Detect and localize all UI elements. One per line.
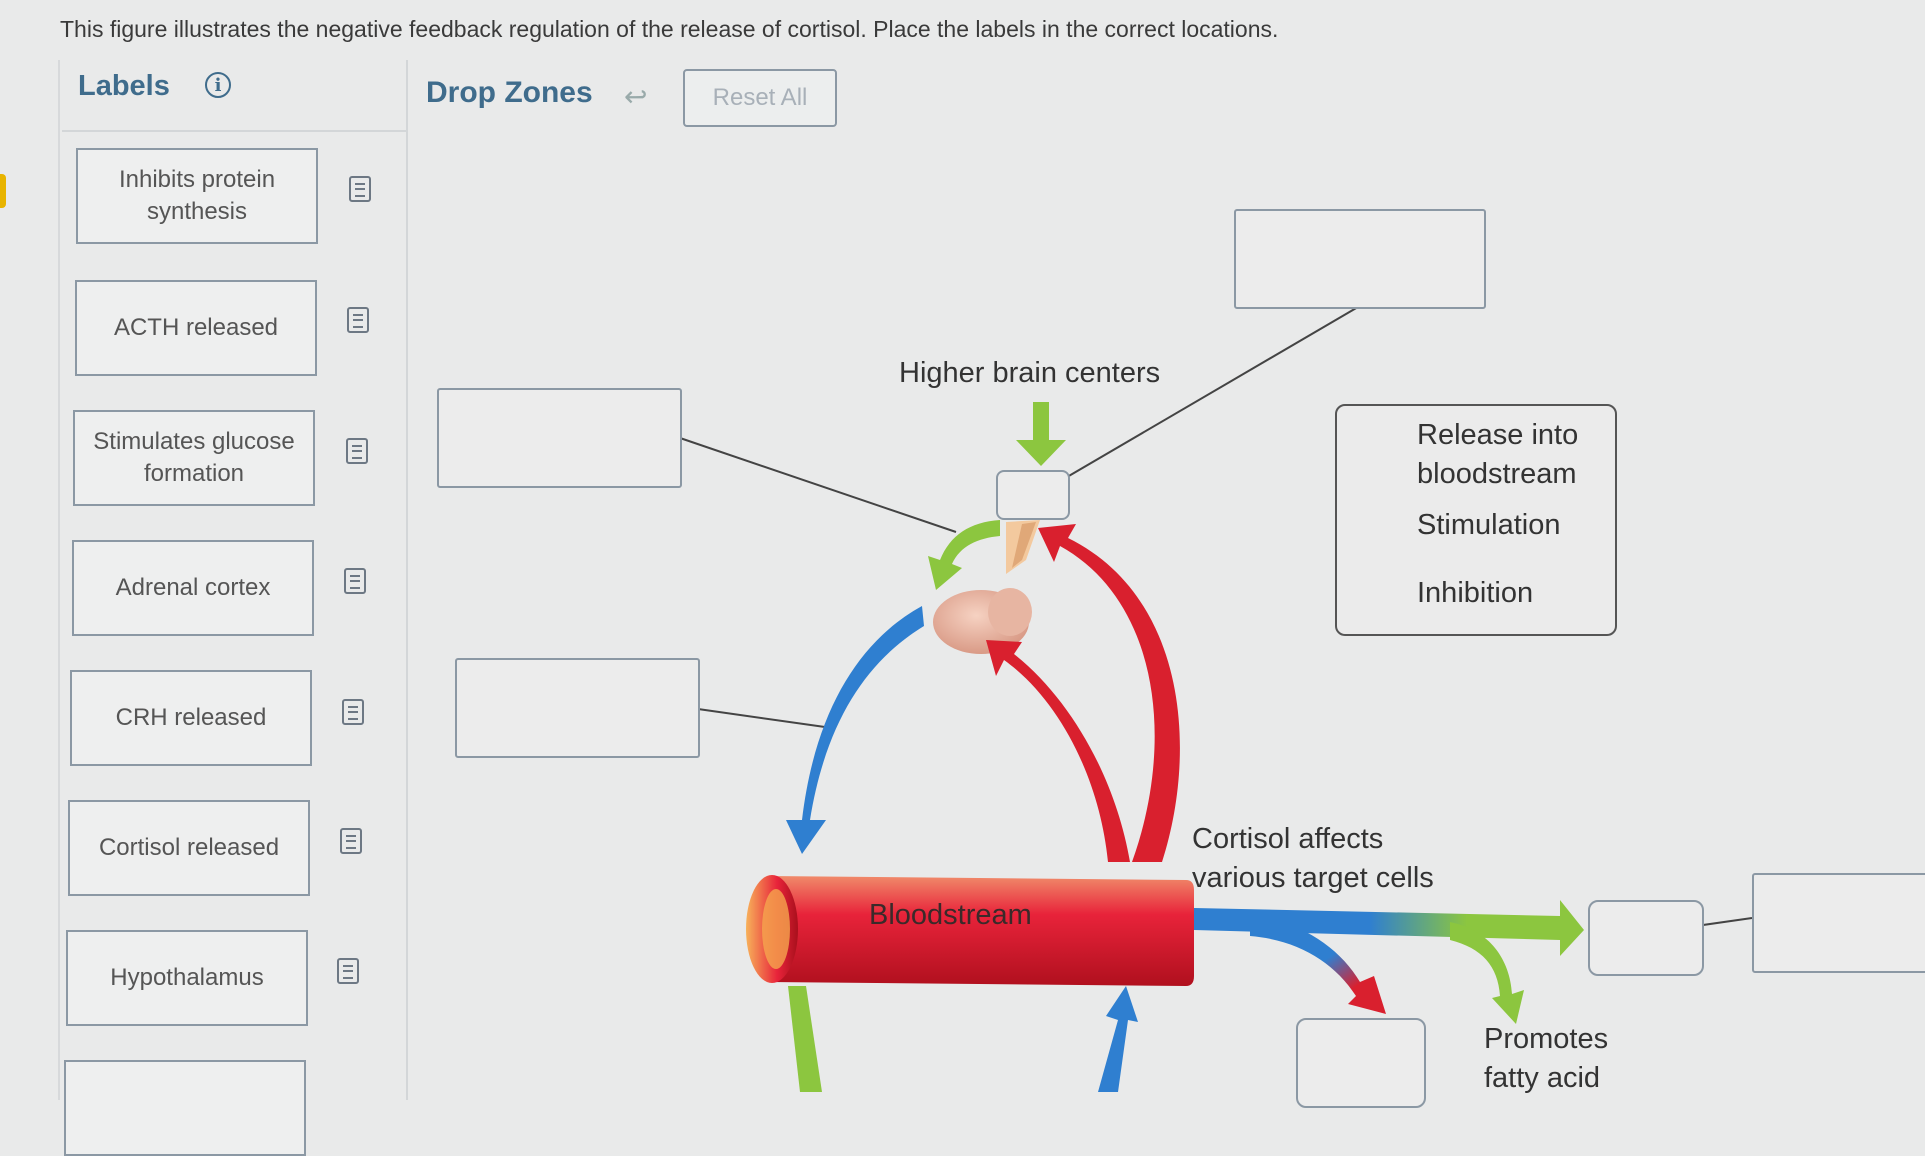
inhibition-arrow-pituitary xyxy=(986,640,1130,862)
pituitary-stalk-shade xyxy=(1012,522,1036,568)
panel-left-edge xyxy=(58,60,60,1100)
legend-stimulation-label: Stimulation xyxy=(1417,509,1561,541)
labels-header-divider xyxy=(62,130,407,132)
bloodstream-text: Bloodstream xyxy=(869,899,1032,931)
left-edge-accent xyxy=(0,174,6,208)
reset-all-button[interactable]: Reset All xyxy=(683,69,837,127)
notes-icon[interactable] xyxy=(337,958,359,984)
label-card-inhibits-protein-synthesis[interactable]: Inhibits protein synthesis xyxy=(76,148,318,244)
inhibition-arrow-hypothalamus xyxy=(1038,524,1180,862)
drop-zone-target-cell-right[interactable] xyxy=(1588,900,1704,976)
pituitary-gland-lobe xyxy=(988,588,1032,636)
drop-zone-hypothalamus-marker[interactable] xyxy=(996,470,1070,520)
label-card-cortisol-released[interactable]: Cortisol released xyxy=(68,800,310,896)
release-stimulation-arrow-right xyxy=(1194,900,1584,956)
label-card-stimulates-glucose-formation[interactable]: Stimulates glucose formation xyxy=(73,410,315,506)
promotes-fatty-acid-text: Promotes fatty acid xyxy=(1484,1023,1609,1095)
bloodstream-vessel xyxy=(768,876,1194,986)
undo-arrow-icon[interactable]: ↩ xyxy=(624,81,648,112)
drop-zone-left-lower[interactable] xyxy=(455,658,700,758)
label-card-hypothalamus[interactable]: Hypothalamus xyxy=(66,930,308,1026)
drop-zone-left-upper[interactable] xyxy=(437,388,682,488)
drop-zone-target-cell-bottom[interactable] xyxy=(1296,1018,1426,1108)
legend-box: Release into bloodstream Stimulation Inh… xyxy=(1335,404,1617,636)
instruction-text: This figure illustrates the negative fee… xyxy=(60,16,1279,42)
notes-icon[interactable] xyxy=(344,568,366,594)
label-card-crh-released[interactable]: CRH released xyxy=(70,670,312,766)
leader-line xyxy=(697,708,833,729)
stimulation-arrow-bottom xyxy=(788,986,822,1092)
drop-zone-far-right[interactable] xyxy=(1752,873,1925,973)
legend-inhibition-label: Inhibition xyxy=(1417,577,1534,609)
drop-zones-title: Drop Zones xyxy=(426,76,593,109)
notes-icon[interactable] xyxy=(342,699,364,725)
legend-release-label: Release into bloodstream xyxy=(1417,419,1579,491)
notes-icon[interactable] xyxy=(349,176,371,202)
release-arrow-acth xyxy=(786,606,924,854)
cortisol-affects-text: Cortisol affects various target cells xyxy=(1192,823,1434,895)
notes-icon[interactable] xyxy=(346,438,368,464)
leader-line xyxy=(679,437,957,533)
label-card-acth-released[interactable]: ACTH released xyxy=(75,280,317,376)
labels-panel-divider xyxy=(406,60,408,1100)
leader-line xyxy=(1037,306,1359,495)
stimulation-arrow-promotes xyxy=(1450,922,1524,1024)
bloodstream-vessel-end-inner xyxy=(762,889,790,969)
notes-icon[interactable] xyxy=(347,307,369,333)
higher-brain-centers-text: Higher brain centers xyxy=(899,357,1161,389)
label-card-adrenal-cortex[interactable]: Adrenal cortex xyxy=(72,540,314,636)
stimulation-arrow-curved xyxy=(928,520,1000,590)
info-icon[interactable]: i xyxy=(205,72,231,98)
labels-panel-title: Labels xyxy=(78,70,170,102)
release-arrow-bottom xyxy=(1098,986,1138,1092)
release-inhibition-arrow-down xyxy=(1250,916,1386,1014)
stimulation-arrow-down xyxy=(1016,402,1066,466)
notes-icon[interactable] xyxy=(340,828,362,854)
drop-zone-top-right[interactable] xyxy=(1234,209,1486,309)
